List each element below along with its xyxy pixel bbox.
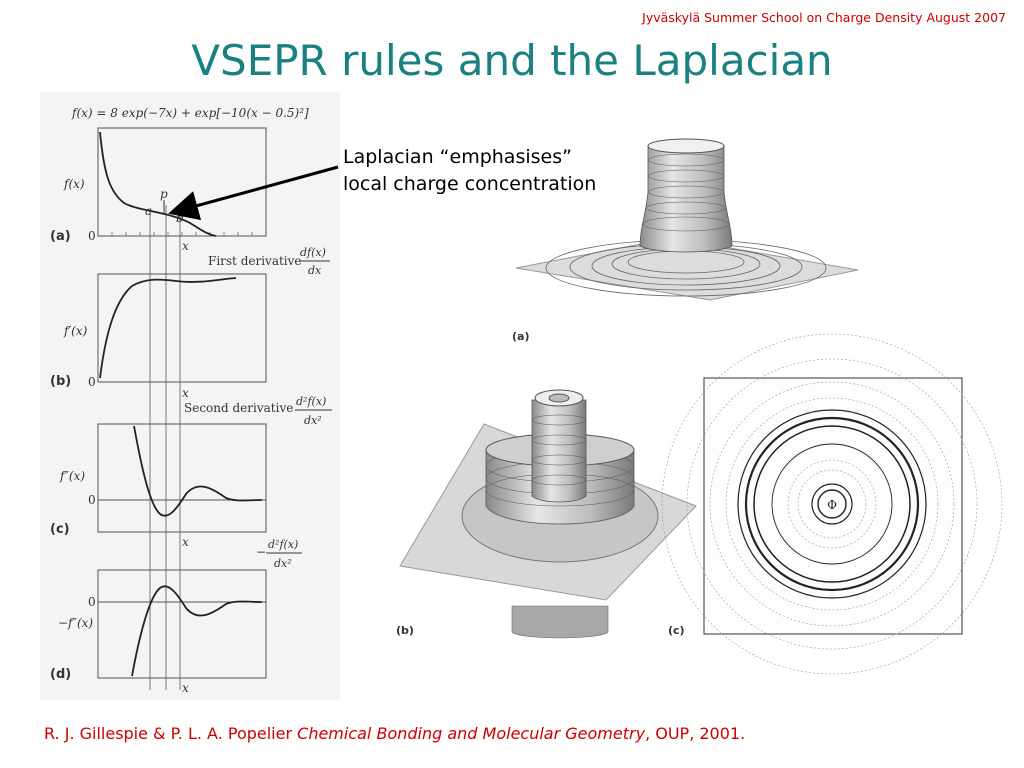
panel-b-frame — [97, 273, 267, 383]
citation: R. J. Gillespie & P. L. A. Popelier Chem… — [44, 724, 745, 743]
callout-line-1: Laplacian “emphasises” — [343, 146, 572, 168]
surface-a-label: (a) — [512, 330, 529, 343]
panel-c-frac-den: dx² — [304, 414, 322, 427]
panel-d-letter: (d) — [50, 667, 71, 682]
contour-center-symbol: Φ — [827, 498, 837, 512]
point-p-label: p — [160, 187, 168, 201]
panel-c-caption: Second derivative — [184, 401, 293, 415]
header-note: Jyväskylä Summer School on Charge Densit… — [642, 10, 1006, 25]
panel-d-xlabel: x — [182, 681, 189, 695]
surface-b-label: (b) — [396, 624, 414, 637]
panel-b-xlabel: x — [182, 386, 189, 400]
surface-b-core-hole — [548, 393, 570, 403]
panel-c-ylabel: f″(x) — [59, 469, 85, 483]
panel-d-curve — [131, 585, 263, 677]
guide-lines — [149, 205, 181, 690]
panel-a-ylabel: f(x) — [63, 177, 85, 191]
surface-plot-b: (b) — [396, 389, 697, 639]
panel-a-curve — [99, 131, 217, 237]
surface-plot-a: (a) — [512, 138, 859, 343]
surface-b-underside — [511, 605, 609, 639]
panel-a-letter: (a) — [50, 229, 71, 244]
surface-b-core — [531, 399, 587, 503]
point-a-label: a — [145, 204, 152, 218]
panel-c: Second derivative d²f(x) dx² f″(x) 0 (c)… — [50, 395, 332, 549]
panel-d-ylabel: −f″(x) — [58, 616, 93, 630]
figure-background — [40, 92, 340, 700]
panel-b: First derivative df(x) dx f′(x) 0 (b) x — [50, 246, 330, 400]
panel-a-zero: 0 — [88, 229, 96, 243]
panel-b-zero: 0 — [88, 375, 96, 389]
panel-b-letter: (b) — [50, 374, 71, 389]
panel-a-xlabel: x — [182, 239, 189, 253]
panel-d-frac-prefix: − — [256, 545, 266, 559]
citation-authors: R. J. Gillespie & P. L. A. Popelier — [44, 724, 298, 743]
panel-b-curve — [99, 277, 237, 379]
callout-text: Laplacian “emphasises” local charge conc… — [343, 144, 596, 198]
citation-rest: , OUP, 2001. — [645, 724, 746, 743]
panel-d: − d²f(x) dx² −f″(x) 0 (d) x — [50, 538, 302, 695]
panel-c-frac-num: d²f(x) — [296, 395, 326, 408]
derivative-figure: f(x) = 8 exp(−7x) + exp[−10(x − 0.5)²] f… — [40, 92, 340, 700]
surface-b-core-rings — [531, 414, 587, 486]
panel-b-frac-den: dx — [308, 264, 322, 277]
panel-b-frac-num: df(x) — [300, 246, 326, 259]
surface-a-peak — [639, 145, 733, 253]
function-formula: f(x) = 8 exp(−7x) + exp[−10(x − 0.5)²] — [71, 106, 309, 120]
panel-c-frame — [97, 423, 267, 533]
citation-book: Chemical Bonding and Molecular Geometry — [297, 724, 646, 743]
panel-c-letter: (c) — [50, 522, 70, 537]
contour-label: (c) — [668, 624, 685, 637]
panel-d-zero: 0 — [88, 595, 96, 609]
panel-d-frame — [97, 569, 267, 679]
point-b-label: b — [176, 211, 184, 225]
panel-c-zero: 0 — [88, 493, 96, 507]
panel-b-ylabel: f′(x) — [63, 324, 88, 338]
callout-line-2: local charge concentration — [343, 173, 597, 195]
callout-arrow — [168, 165, 339, 221]
contour-dotted-rings — [661, 333, 1003, 675]
panel-c-curve — [133, 425, 263, 517]
contour-plot-c: Φ (c) — [661, 333, 1003, 675]
panel-b-caption: First derivative — [208, 254, 302, 268]
panel-c-xlabel: x — [182, 535, 189, 549]
panel-d-frac-den: dx² — [274, 557, 292, 570]
panel-d-frac-num: d²f(x) — [268, 538, 298, 551]
surface-a-peak-top — [647, 138, 725, 154]
slide-title: VSEPR rules and the Laplacian — [191, 36, 833, 85]
surface-a-peak-rings — [642, 153, 730, 232]
contour-solid-rings — [737, 409, 927, 599]
